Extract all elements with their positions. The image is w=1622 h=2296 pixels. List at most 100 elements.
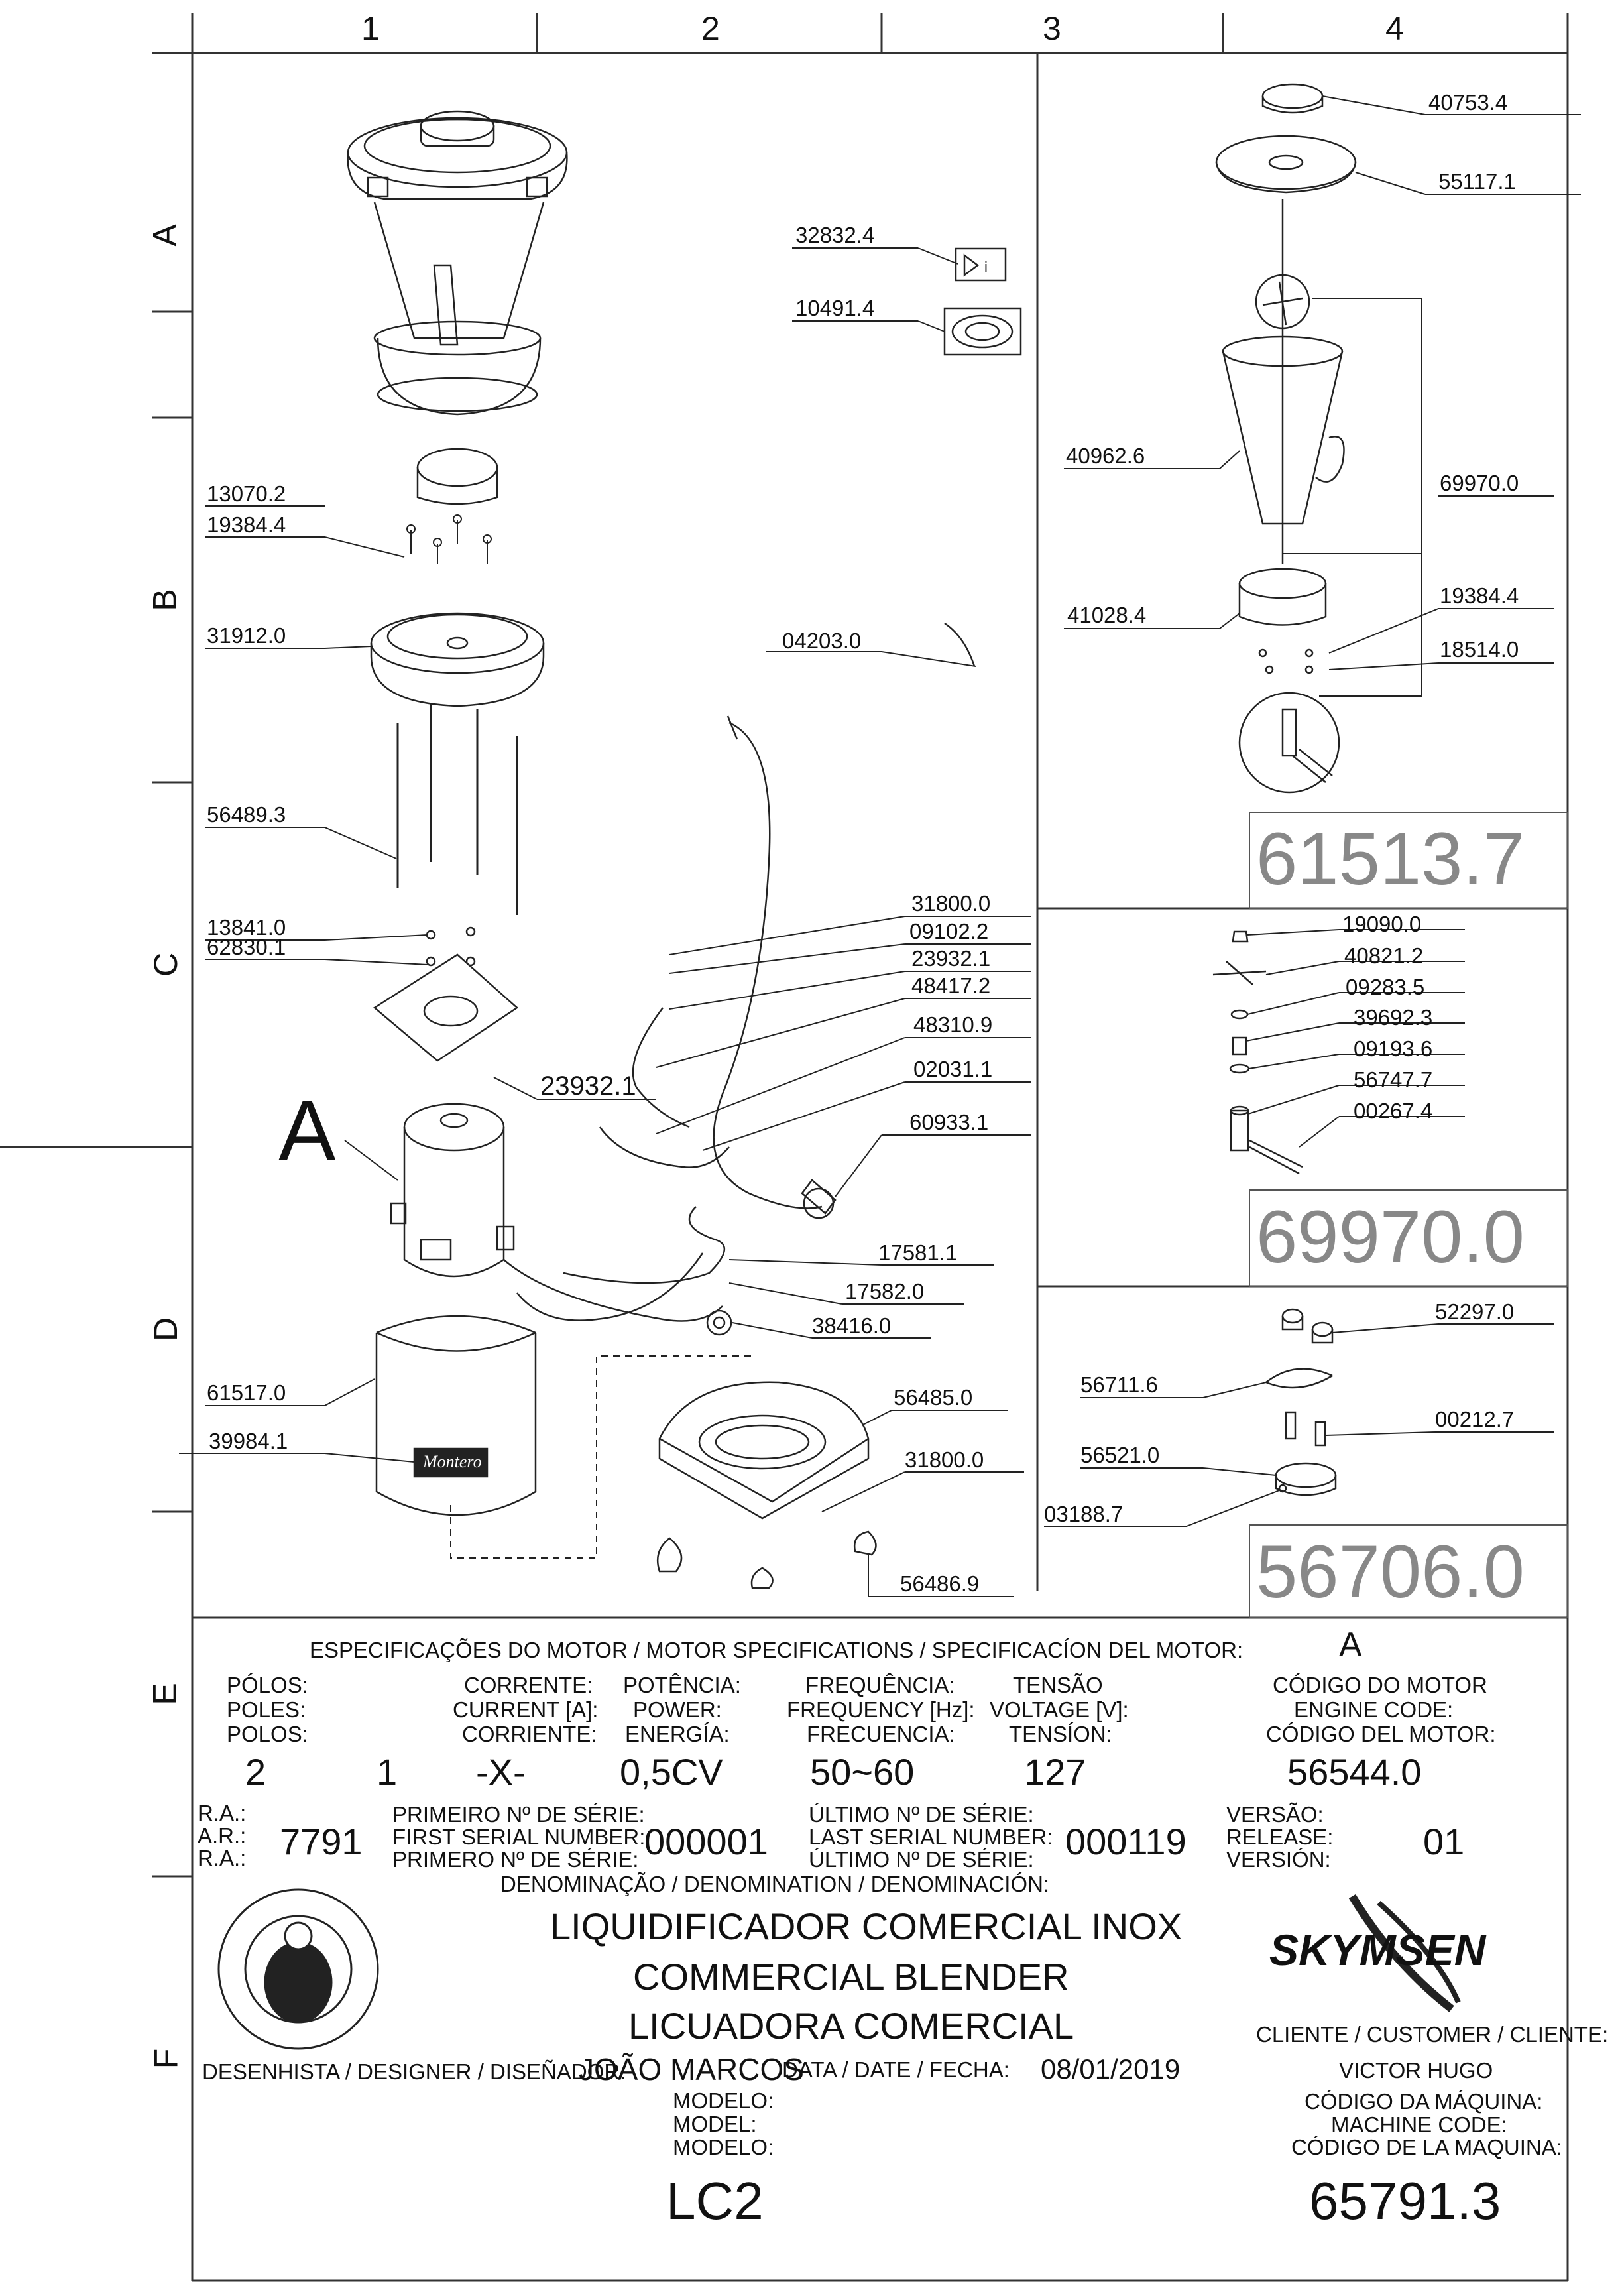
part-label: 09283.5: [1346, 975, 1425, 999]
grid-row-a: A: [146, 224, 184, 247]
right-lid-drawing: [1215, 83, 1357, 194]
part-label: 23932.1: [911, 946, 991, 971]
serial-label: ÚLTIMO Nº DE SÉRIE:: [809, 1802, 1034, 1827]
coupling-drawing: [416, 448, 498, 505]
jar-lid-drawing: [347, 110, 568, 200]
spec-label: CÓDIGO DO MOTOR: [1273, 1673, 1487, 1697]
part-label: 39692.3: [1354, 1005, 1433, 1030]
part-label: 19384.4: [207, 513, 286, 537]
right-jar-drawing: [1222, 335, 1345, 525]
serial-label: PRIMERO Nº DE SÉRIE:: [392, 1847, 639, 1872]
switch-drawing: [706, 1309, 732, 1336]
part-label: 19090.0: [1342, 912, 1422, 936]
leader-lines: [179, 95, 1581, 1597]
grid-row-b: B: [146, 589, 184, 611]
spec-label: POTÊNCIA:: [623, 1673, 741, 1697]
brand-wordmark: SKYMSEN: [1269, 1925, 1486, 1974]
model-value: LC2: [666, 2171, 764, 2230]
part-label: 56711.6: [1080, 1372, 1158, 1397]
denomination-es: LICUADORA COMERCIAL: [628, 2005, 1074, 2047]
support-kit-drawing: [1265, 1308, 1337, 1496]
part-label: 41028.4: [1067, 603, 1147, 627]
right-coupling-drawing: [1238, 692, 1340, 794]
designer-label: DESENHISTA / DESIGNER / DISEÑADOR:: [202, 2059, 626, 2084]
grid-column-2: 2: [701, 10, 720, 47]
designer-value: JOÃO MARCOS: [579, 2052, 804, 2086]
spec-heading: ESPECIFICAÇÕES DO MOTOR / MOTOR SPECIFIC…: [310, 1638, 1244, 1662]
denomination-en: COMMERCIAL BLENDER: [633, 1956, 1069, 1998]
part-label: 18514.0: [1440, 637, 1519, 662]
serial-value: 01: [1423, 1821, 1465, 1862]
serial-value: 000001: [644, 1821, 768, 1862]
part-label: 17581.1: [878, 1240, 958, 1265]
spec-value: 127: [1024, 1751, 1086, 1793]
assembly-code: 61513.7: [1256, 817, 1525, 900]
connector-drawing: [801, 1179, 837, 1219]
part-label: 55117.1: [1438, 169, 1516, 194]
part-label: 13841.0: [207, 915, 286, 939]
spec-label: POLOS:: [227, 1722, 308, 1746]
spec-value: 56544.0: [1287, 1751, 1422, 1793]
wire-drawing: [503, 622, 976, 1322]
grid-column-4: 4: [1385, 10, 1404, 47]
date-value: 08/01/2019: [1041, 2053, 1181, 2085]
part-label: 61517.0: [207, 1380, 286, 1405]
client-label: CLIENTE / CUSTOMER / CLIENTE:: [1256, 2022, 1609, 2047]
part-label: 56486.9: [900, 1571, 980, 1596]
spec-value: -X-: [476, 1751, 526, 1793]
motor-housing-drawing: [375, 1315, 537, 1516]
base-cup-drawing: [370, 612, 545, 707]
part-label: 40962.6: [1066, 444, 1145, 468]
screws-drawing: [406, 514, 492, 564]
part-label: 13070.2: [207, 481, 286, 506]
serial-label: A.R.:: [198, 1823, 247, 1848]
spec-value: 1: [377, 1751, 398, 1793]
part-label: 60933.1: [909, 1110, 989, 1134]
part-label: 56521.0: [1080, 1443, 1160, 1467]
spec-label: ENGINE CODE:: [1294, 1697, 1454, 1722]
part-label: 17582.0: [845, 1279, 925, 1303]
assembly-code: 69970.0: [1256, 1195, 1525, 1278]
part-label: 38416.0: [812, 1313, 892, 1338]
serial-label: VERSÃO:: [1226, 1802, 1324, 1827]
part-label: 56485.0: [894, 1385, 973, 1410]
date-label: DATA / DATE / FECHA:: [782, 2057, 1010, 2082]
part-label: 40821.2: [1344, 943, 1424, 968]
part-label: 02031.1: [913, 1057, 993, 1081]
serial-label: VERSIÓN:: [1226, 1847, 1331, 1872]
machine-code-label: CÓDIGO DA MÁQUINA:: [1304, 2089, 1543, 2114]
grid-row-e: E: [146, 1683, 184, 1705]
spec-label: PÓLOS:: [227, 1673, 308, 1697]
spec-label: FREQUÊNCIA:: [805, 1673, 955, 1697]
part-label: 23932.1: [540, 1071, 636, 1101]
spec-value: 0,5CV: [620, 1751, 723, 1793]
rods-drawing: [396, 703, 518, 915]
serial-label: LAST SERIAL NUMBER:: [809, 1825, 1053, 1849]
spec-label: TENSÃO: [1013, 1673, 1103, 1697]
serial-label: PRIMEIRO Nº DE SÉRIE:: [392, 1802, 645, 1827]
sheet-frame: [0, 13, 1569, 2282]
part-label: 03188.7: [1044, 1502, 1124, 1526]
motor-letter: A: [278, 1082, 336, 1179]
assembly-code-boxes: [1249, 812, 1568, 1618]
denomination-pt: LIQUIDIFICADOR COMERCIAL INOX: [550, 1905, 1183, 1947]
part-label: 09102.2: [909, 919, 989, 943]
base-drawing: [656, 1381, 877, 1589]
part-label: 48417.2: [911, 973, 991, 998]
part-label: 00267.4: [1354, 1099, 1433, 1123]
spec-label: CORRIENTE:: [462, 1722, 597, 1746]
part-label: 56489.3: [207, 802, 286, 827]
part-label: 31800.0: [905, 1447, 984, 1472]
motor-drawing: [390, 1103, 515, 1278]
spec-label: CÓDIGO DEL MOTOR:: [1266, 1722, 1496, 1746]
spec-label: ENERGÍA:: [625, 1722, 730, 1746]
spec-heading-value: A: [1339, 1626, 1362, 1664]
grid-row-c: C: [147, 952, 185, 977]
motor-brand-label: Montero: [423, 1452, 482, 1471]
svg-text:i: i: [984, 259, 988, 275]
spec-label: FREQUENCY [Hz]:: [787, 1697, 975, 1722]
part-label: 09193.6: [1354, 1036, 1433, 1061]
part-label: 69970.0: [1440, 471, 1519, 495]
spec-label: VOLTAGE [V]:: [990, 1697, 1129, 1722]
